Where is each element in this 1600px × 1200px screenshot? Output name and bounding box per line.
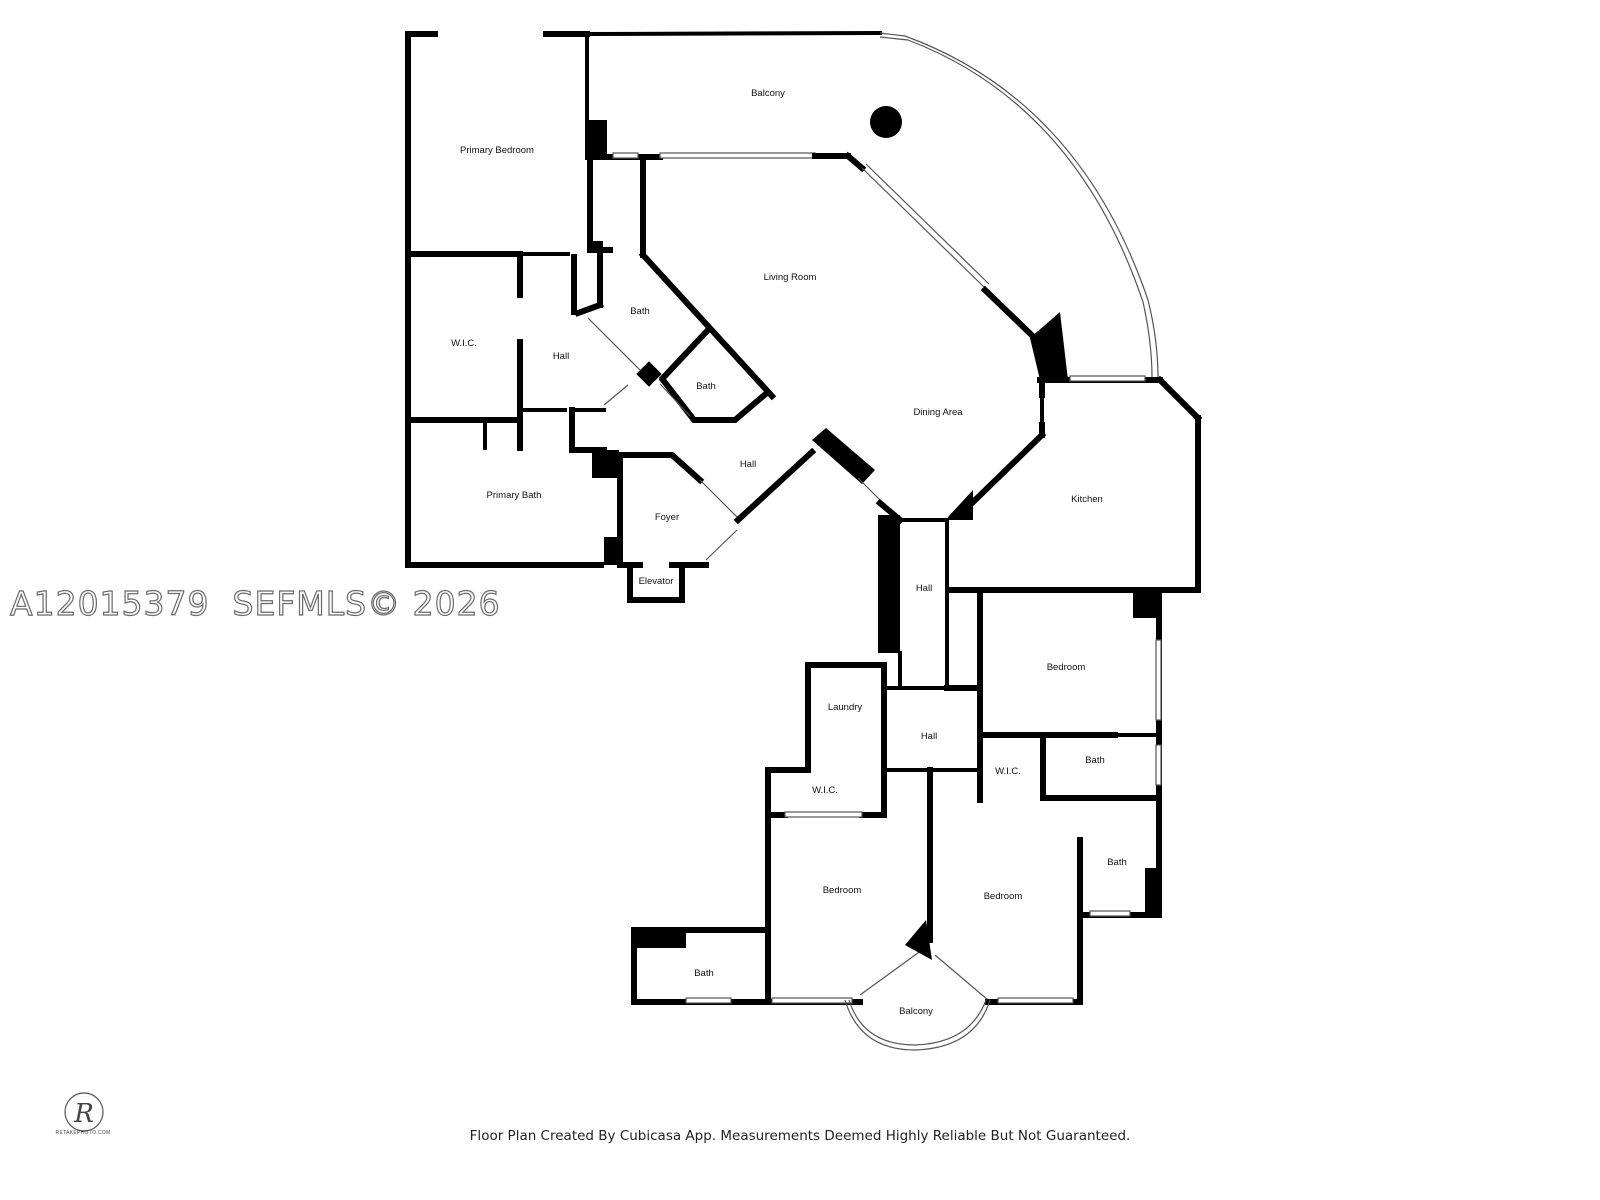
room-label-wic-3: W.I.C. (995, 766, 1021, 777)
room-label-hall-4: Hall (921, 731, 937, 742)
walls-lower (631, 587, 1162, 1051)
room-label-balcony-bottom: Balcony (899, 1006, 933, 1017)
room-label-bedroom-1: Bedroom (1047, 662, 1086, 673)
floor-plan-disclaimer: Floor Plan Created By Cubicasa App. Meas… (469, 1128, 1131, 1144)
room-label-foyer: Foyer (655, 512, 679, 523)
room-label-bedroom-3: Bedroom (984, 891, 1023, 902)
room-labels: Balcony Primary Bedroom Living Room Bath… (451, 88, 1127, 1017)
room-label-elevator: Elevator (639, 576, 674, 587)
room-label-bath-4: Bath (1107, 857, 1127, 868)
mls-watermark: A12015379 SEFMLS© 2026 (9, 583, 501, 623)
room-label-wic-2: W.I.C. (812, 785, 838, 796)
room-label-bath-3: Bath (1085, 755, 1105, 766)
room-label-laundry: Laundry (828, 702, 863, 713)
room-label-primary-bath: Primary Bath (487, 490, 542, 501)
room-label-bath-1: Bath (630, 306, 650, 317)
room-label-bath-2: Bath (696, 381, 716, 392)
logo-caption: RETAKEPHOTO.COM (55, 1130, 111, 1136)
room-label-hall-3: Hall (916, 583, 932, 594)
room-label-hall-2: Hall (740, 459, 756, 470)
room-label-balcony-top: Balcony (751, 88, 785, 99)
room-label-primary-bedroom: Primary Bedroom (460, 145, 534, 156)
walls-upper (405, 30, 1203, 690)
room-label-bedroom-2: Bedroom (823, 885, 862, 896)
room-label-hall-1: Hall (553, 351, 569, 362)
room-label-kitchen: Kitchen (1071, 494, 1103, 505)
room-label-wic-1: W.I.C. (451, 338, 477, 349)
room-label-living-room: Living Room (764, 272, 817, 283)
logo-letter: R (73, 1099, 94, 1129)
room-label-dining-area: Dining Area (913, 407, 963, 418)
room-label-bath-5: Bath (694, 968, 714, 979)
retakephoto-logo: R (64, 1092, 104, 1132)
